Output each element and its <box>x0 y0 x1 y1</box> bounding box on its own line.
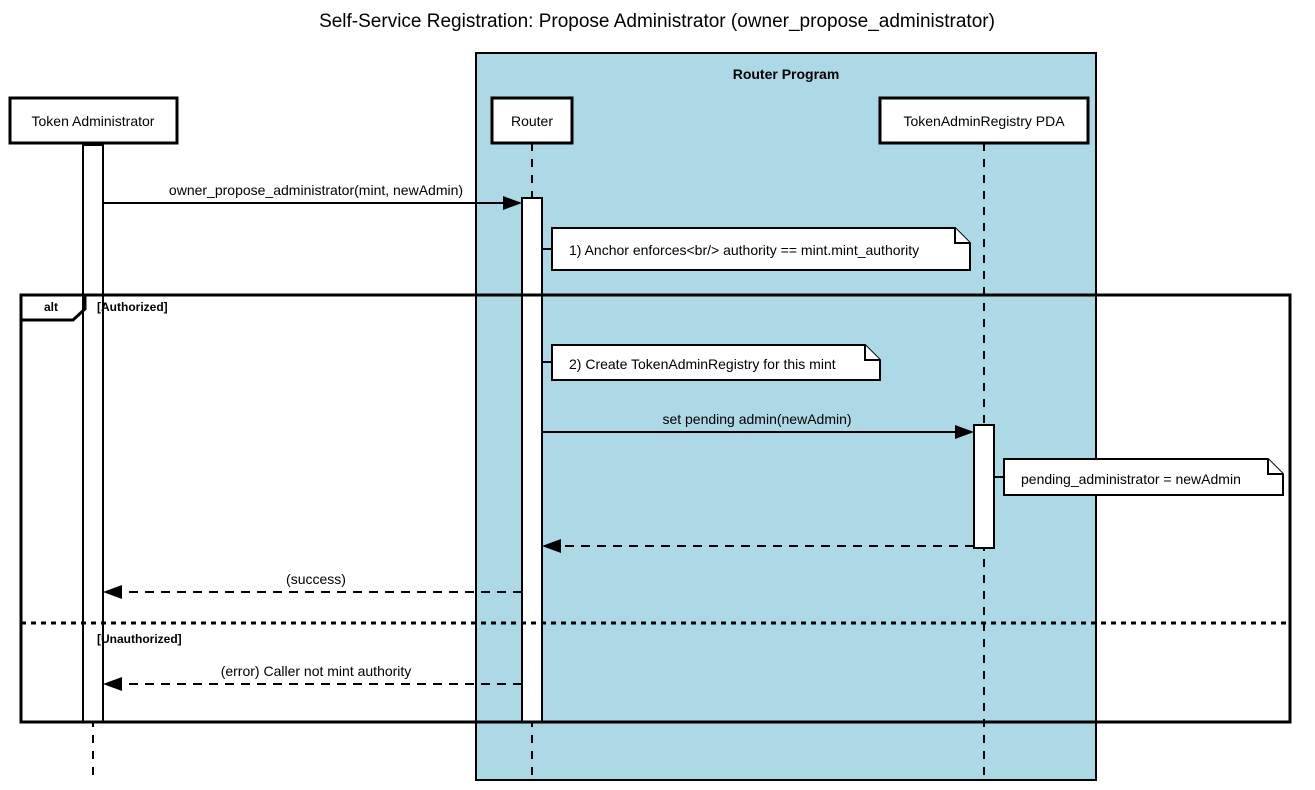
note-box-pending-administrator <box>1003 458 1284 496</box>
participant-label-token-admin-registry-pda: TokenAdminRegistry PDA <box>903 113 1065 129</box>
message-label-error: (error) Caller not mint authority <box>221 663 412 679</box>
note-fold-pending-administrator <box>1267 459 1283 475</box>
note-box-create-registry <box>551 344 881 381</box>
activation-bar-token-admin-registry-pda <box>973 424 995 549</box>
message-arrowhead-propose <box>503 196 522 210</box>
message-arrowhead-success <box>103 585 122 599</box>
message-arrowhead-set-pending-admin <box>955 425 974 439</box>
note-fold-create-registry <box>864 345 880 361</box>
fragment-operator-label-alt: alt <box>44 300 58 314</box>
participant-label-token-administrator: Token Administrator <box>32 113 155 129</box>
diagram-title: Self-Service Registration: Propose Admin… <box>319 11 995 32</box>
activation-bar-router <box>521 197 543 723</box>
group-title-router-program: Router Program <box>733 66 840 82</box>
message-arrowhead-error <box>103 677 122 691</box>
message-label-propose: owner_propose_administrator(mint, newAdm… <box>169 182 463 198</box>
fragment-condition-label-unauthorized: [Unauthorized] <box>97 632 182 646</box>
note-label-pending-administrator: pending_administrator = newAdmin <box>1021 471 1241 487</box>
message-label-success: (success) <box>286 571 346 587</box>
note-label-create-registry: 2) Create TokenAdminRegistry for this mi… <box>569 356 836 372</box>
participant-box-token-admin-registry-pda[interactable] <box>878 96 1090 145</box>
group-box-router-program <box>475 52 1097 781</box>
message-arrowhead-pda-return <box>542 539 561 553</box>
note-fold-anchor-enforces <box>954 228 970 244</box>
fragment-box-alt <box>19 293 1292 724</box>
message-label-set-pending-admin: set pending admin(newAdmin) <box>662 411 851 427</box>
participant-box-router[interactable] <box>490 96 574 145</box>
participant-box-token-administrator[interactable] <box>8 96 179 145</box>
fragment-operator-tag-alt <box>21 293 87 322</box>
participant-label-router: Router <box>511 113 553 129</box>
note-label-anchor-enforces: 1) Anchor enforces<br/> authority == min… <box>569 242 919 258</box>
fragment-condition-label-authorized: [Authorized] <box>97 300 168 314</box>
note-box-anchor-enforces <box>551 227 971 271</box>
